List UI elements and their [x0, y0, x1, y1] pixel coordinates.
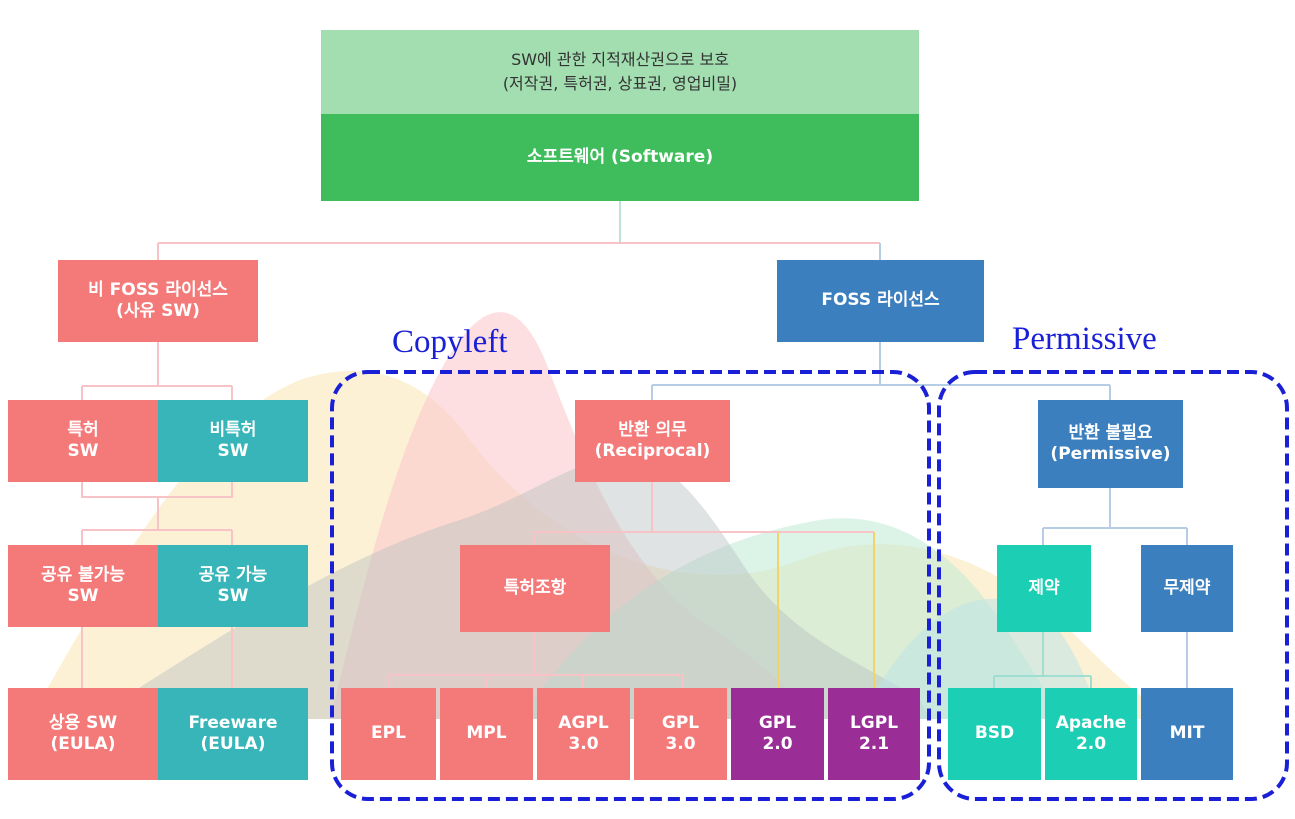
- foss-license-label: FOSS 라이선스: [821, 290, 940, 311]
- non-patent-sw-line1: 비특허: [209, 419, 257, 440]
- connector-reciprocal-down: [533, 482, 874, 545]
- agpl-box: AGPL 3.0: [537, 688, 630, 780]
- foss-license-box: FOSS 라이선스: [777, 260, 984, 342]
- non-foss-line1: 비 FOSS 라이선스: [88, 279, 228, 300]
- mpl-label: MPL: [466, 723, 507, 744]
- copyleft-dashed-frame: [330, 370, 931, 801]
- agpl-line2: 3.0: [568, 734, 599, 754]
- not-shareable-sw-line2: SW: [67, 586, 99, 606]
- reciprocal-box: 반환 의무 (Reciprocal): [575, 400, 730, 482]
- not-shareable-sw-line1: 공유 불가능: [40, 564, 126, 585]
- ip-protection-box: SW에 관한 지적재산권으로 보호 (저작권, 특허권, 상표권, 영업비밀): [321, 30, 919, 114]
- lgpl-line2: 2.1: [858, 734, 890, 754]
- shareable-sw-line2: SW: [217, 586, 249, 606]
- commercial-sw-line1: 상용 SW: [48, 712, 118, 733]
- gpl3-line1: GPL: [661, 712, 700, 733]
- lgpl-box: LGPL 2.1: [828, 688, 920, 780]
- mpl-box: MPL: [440, 688, 533, 780]
- lgpl-line1: LGPL: [849, 712, 899, 733]
- shareable-sw-box: 공유 가능 SW: [158, 545, 308, 627]
- connector-restricted-down: [993, 632, 1092, 688]
- mit-box: MIT: [1141, 688, 1233, 780]
- patent-clause-box: 특허조항: [460, 545, 610, 632]
- decorative-background-shapes: [30, 312, 1180, 719]
- connector-foss-down: [651, 342, 1111, 400]
- epl-box: EPL: [341, 688, 436, 780]
- non-foss-line2: (사유 SW): [116, 301, 200, 321]
- patent-clause-label: 특허조항: [503, 577, 567, 598]
- patent-sw-line1: 특허: [67, 419, 99, 440]
- epl-label: EPL: [371, 723, 406, 744]
- gpl2-box: GPL 2.0: [731, 688, 824, 780]
- connector-gpl-lgpl: [777, 532, 875, 688]
- ip-protection-line1: SW에 관한 지적재산권으로 보호: [511, 50, 729, 69]
- apache-box: Apache 2.0: [1045, 688, 1137, 780]
- gpl2-line1: GPL: [758, 712, 797, 733]
- freeware-box: Freeware (EULA): [158, 688, 308, 780]
- freeware-line2: (EULA): [200, 734, 266, 754]
- connector-nonfoss-down: [81, 342, 233, 400]
- permissive-line1: 반환 불필요: [1068, 422, 1153, 443]
- not-shareable-sw-box: 공유 불가능 SW: [8, 545, 158, 627]
- mit-label: MIT: [1169, 723, 1205, 744]
- connector-lines: [81, 200, 1188, 688]
- apache-line1: Apache: [1055, 712, 1127, 733]
- gpl3-box: GPL 3.0: [634, 688, 727, 780]
- patent-sw-line2: SW: [67, 441, 99, 461]
- non-patent-sw-line2: SW: [217, 441, 249, 461]
- commercial-sw-box: 상용 SW (EULA): [8, 688, 158, 780]
- permissive-dashed-frame: [937, 370, 1289, 801]
- shareable-sw-line1: 공유 가능: [198, 564, 268, 585]
- software-box: 소프트웨어 (Software): [321, 114, 919, 201]
- connector-permissive-down: [1042, 488, 1188, 545]
- patent-sw-box: 특허 SW: [8, 400, 158, 482]
- software-label: 소프트웨어 (Software): [526, 146, 714, 167]
- unrestricted-label: 무제약: [1163, 577, 1211, 598]
- permissive-box: 반환 불필요 (Permissive): [1038, 400, 1183, 488]
- bg-shape-pink: [330, 312, 820, 719]
- freeware-line1: Freeware: [188, 712, 278, 733]
- permissive-line2: (Permissive): [1050, 444, 1171, 464]
- non-patent-sw-box: 비특허 SW: [158, 400, 308, 482]
- connector-share-down: [81, 627, 233, 688]
- reciprocal-line1: 반환 의무: [618, 419, 687, 440]
- bsd-box: BSD: [948, 688, 1041, 780]
- gpl2-line2: 2.0: [762, 734, 793, 754]
- commercial-sw-line2: (EULA): [50, 734, 116, 754]
- connector-patentclause-down: [388, 632, 684, 688]
- ip-protection-line2: (저작권, 특허권, 상표권, 영업비밀): [502, 74, 738, 93]
- copyleft-label: Copyleft: [392, 324, 508, 360]
- unrestricted-box: 무제약: [1141, 545, 1233, 632]
- restricted-label: 제약: [1028, 577, 1060, 598]
- non-foss-license-box: 비 FOSS 라이선스 (사유 SW): [58, 260, 258, 342]
- bsd-label: BSD: [974, 723, 1015, 744]
- gpl3-line2: 3.0: [665, 734, 696, 754]
- restricted-box: 제약: [997, 545, 1091, 632]
- permissive-label: Permissive: [1012, 321, 1157, 357]
- connector-patent-down: [81, 482, 233, 545]
- apache-line2: 2.0: [1075, 734, 1107, 754]
- agpl-line1: AGPL: [558, 712, 609, 733]
- reciprocal-line2: (Reciprocal): [594, 441, 711, 461]
